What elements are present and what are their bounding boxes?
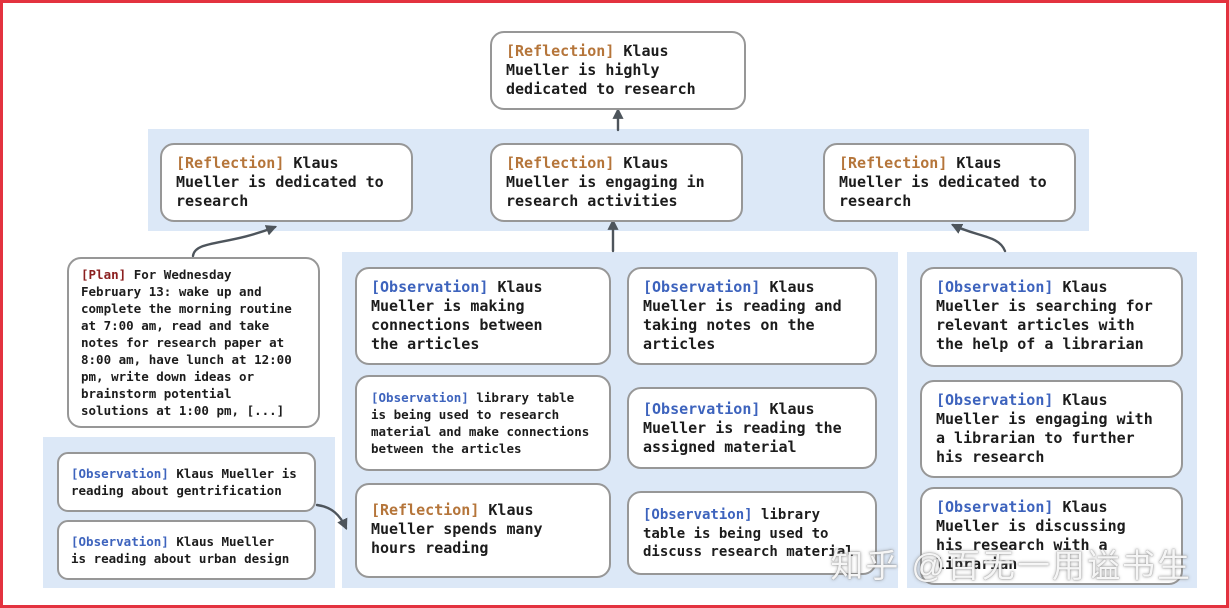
node-text: Klaus Mueller is engaging with a librari…	[936, 391, 1153, 466]
node-observation-searching-articles: [Observation] Klaus Mueller is searching…	[920, 267, 1183, 367]
node-text: For Wednesday February 13: wake up and c…	[81, 267, 292, 418]
node-text: Klaus Mueller is reading about urban des…	[71, 534, 290, 566]
reflection-tag: [Reflection]	[506, 42, 615, 60]
node-text: Klaus Mueller is searching for relevant …	[936, 278, 1153, 353]
node-reflection-row2-right: [Reflection] Klaus Mueller is dedicated …	[823, 143, 1076, 222]
observation-tag: [Observation]	[371, 390, 469, 405]
observation-tag: [Observation]	[643, 278, 761, 296]
node-observation-library-table-research: [Observation] library table is being use…	[355, 375, 611, 471]
node-reflection-row2-center: [Reflection] Klaus Mueller is engaging i…	[490, 143, 743, 222]
node-text: Klaus Mueller is engaging in research ac…	[506, 154, 705, 210]
node-reflection-top: [Reflection] Klaus Mueller is highly ded…	[490, 31, 746, 110]
node-observation-discussing-research: [Observation] Klaus Mueller is discussin…	[920, 487, 1183, 585]
reflection-tag: [Reflection]	[506, 154, 615, 172]
node-plan: [Plan] For Wednesday February 13: wake u…	[67, 257, 320, 428]
reflection-tag: [Reflection]	[176, 154, 285, 172]
observation-tag: [Observation]	[936, 391, 1054, 409]
node-observation-urban-design: [Observation] Klaus Mueller is reading a…	[57, 520, 316, 580]
node-observation-library-table-discuss: [Observation] library table is being use…	[627, 491, 877, 575]
node-text: Klaus Mueller spends many hours reading	[371, 501, 543, 557]
observation-tag: [Observation]	[71, 534, 169, 549]
observation-tag: [Observation]	[643, 507, 753, 523]
node-text: library table is being used to discuss r…	[643, 507, 854, 560]
node-text: Klaus Mueller is reading about gentrific…	[71, 466, 297, 498]
node-text: Klaus Mueller is highly dedicated to res…	[506, 42, 696, 98]
node-text: Klaus Mueller is dedicated to research	[839, 154, 1047, 210]
node-observation-gentrification: [Observation] Klaus Mueller is reading a…	[57, 452, 316, 512]
node-text: Klaus Mueller is reading and taking note…	[643, 278, 842, 353]
node-text: Klaus Mueller is reading the assigned ma…	[643, 400, 842, 456]
observation-tag: [Observation]	[936, 498, 1054, 516]
node-observation-making-connections: [Observation] Klaus Mueller is making co…	[355, 267, 611, 365]
node-text: Klaus Mueller is discussing his research…	[936, 498, 1126, 573]
observation-tag: [Observation]	[643, 400, 761, 418]
observation-tag: [Observation]	[936, 278, 1054, 296]
plan-tag: [Plan]	[81, 267, 127, 282]
observation-tag: [Observation]	[371, 278, 489, 296]
node-observation-engaging-librarian: [Observation] Klaus Mueller is engaging …	[920, 380, 1183, 478]
reflection-tag: [Reflection]	[839, 154, 948, 172]
node-reflection-hours-reading: [Reflection] Klaus Mueller spends many h…	[355, 483, 611, 578]
arrow-plan-to-left-reflection	[191, 225, 278, 258]
observation-tag: [Observation]	[71, 466, 169, 481]
zhihu-watermark: 知乎 @百无一用谥书生	[830, 547, 1192, 584]
node-reflection-row2-left: [Reflection] Klaus Mueller is dedicated …	[160, 143, 413, 222]
node-text: Klaus Mueller is dedicated to research	[176, 154, 384, 210]
node-observation-assigned-material: [Observation] Klaus Mueller is reading t…	[627, 387, 877, 469]
node-observation-taking-notes: [Observation] Klaus Mueller is reading a…	[627, 267, 877, 365]
node-text: Klaus Mueller is making connections betw…	[371, 278, 543, 353]
node-text: library table is being used to research …	[371, 390, 590, 456]
reflection-tag: [Reflection]	[371, 501, 480, 519]
